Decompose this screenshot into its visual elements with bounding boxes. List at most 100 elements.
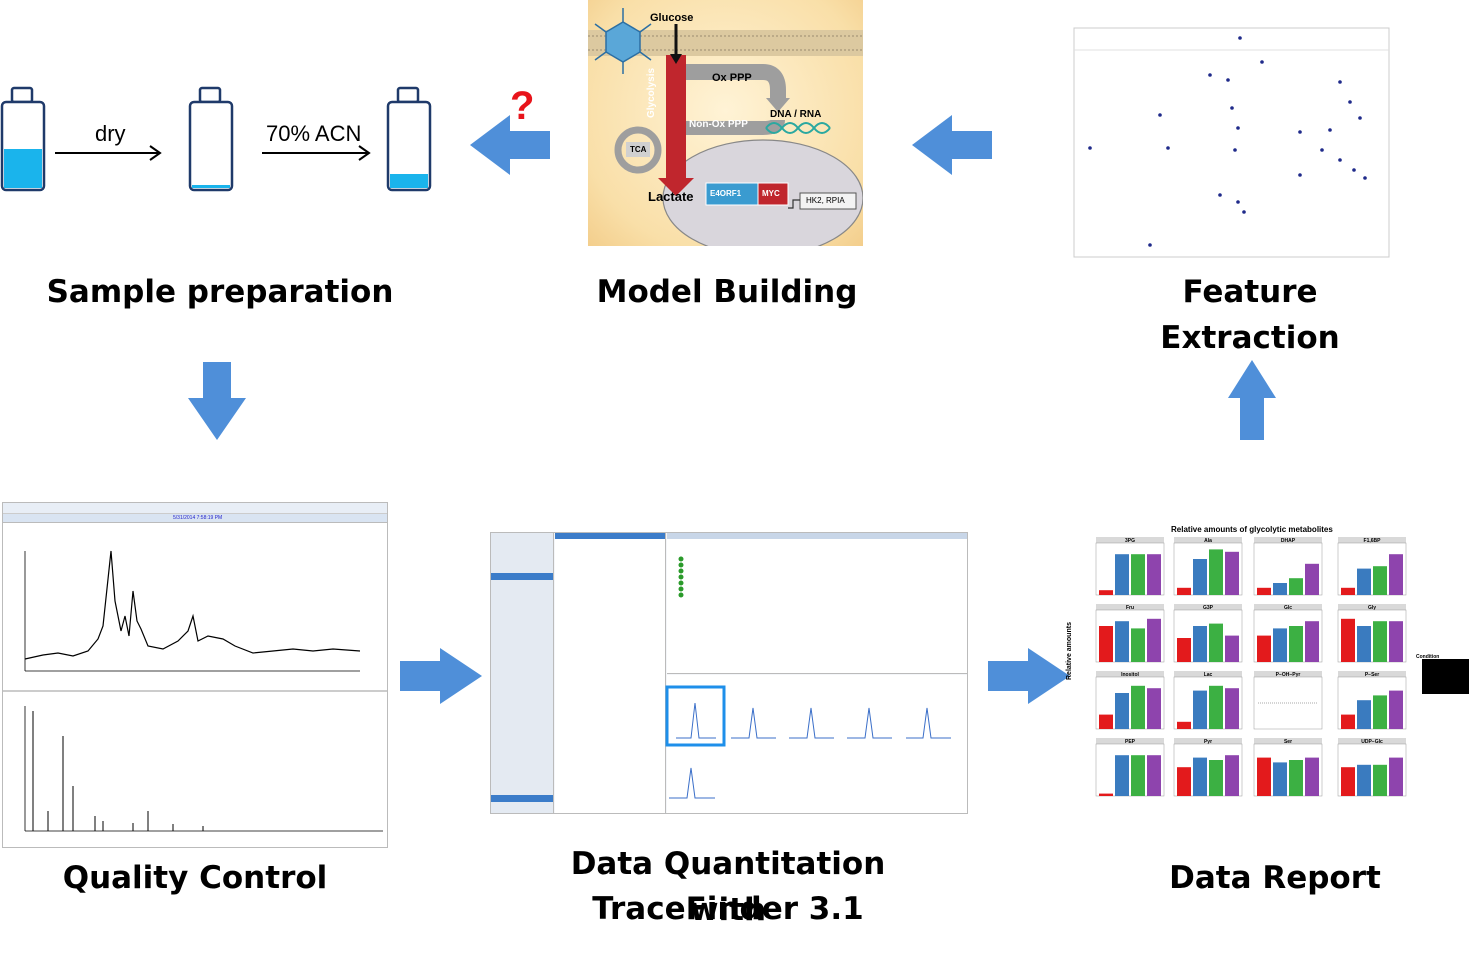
report-bar	[1099, 714, 1113, 729]
legend-title: Condition	[1416, 654, 1440, 660]
report-bar	[1357, 700, 1371, 729]
report-bar	[1341, 587, 1355, 595]
report-bar	[1131, 554, 1145, 595]
report-bar	[1209, 685, 1223, 729]
pca-point	[1363, 176, 1367, 180]
report-bar	[1209, 549, 1223, 595]
vial-resuspended	[386, 86, 432, 192]
panel-label: Lac	[1204, 672, 1213, 678]
pca-point	[1298, 130, 1302, 134]
label-feature-extraction: Feature Extraction	[1160, 274, 1340, 356]
arrow-left-2	[912, 115, 992, 175]
pca-point	[1320, 148, 1324, 152]
report-bar	[1341, 767, 1355, 796]
report-bar	[1177, 638, 1191, 662]
report-bar	[1357, 568, 1371, 595]
report-bar	[1193, 757, 1207, 796]
panel-header	[1338, 604, 1406, 610]
report-bar	[1341, 618, 1355, 662]
panel-header	[1174, 604, 1242, 610]
arrow-up	[1228, 360, 1276, 440]
panel-label: Gly	[1368, 605, 1376, 611]
label-model-building: Model Building	[596, 274, 858, 310]
label-quality-control: Quality Control	[62, 860, 328, 896]
panel-label: Inositol	[1121, 672, 1139, 678]
chromatogram	[24, 550, 361, 672]
arrow-down	[188, 362, 246, 440]
ox-ppp-label: Ox PPP	[712, 72, 752, 84]
panel-label: Ser	[1284, 739, 1292, 745]
glycolysis-label: Glycolysis	[646, 67, 657, 118]
report-bar	[1099, 590, 1113, 595]
report-bar	[1209, 623, 1223, 662]
report-bar	[1389, 554, 1403, 595]
panel-header	[1254, 738, 1322, 744]
pca-point	[1166, 146, 1170, 150]
panel-label: P−Ser	[1365, 672, 1379, 678]
glucose-label: Glucose	[650, 12, 694, 24]
report-bar	[1131, 628, 1145, 662]
panel-label: Glc	[1284, 605, 1292, 611]
pca-point	[1298, 173, 1302, 177]
report-bar	[1193, 559, 1207, 595]
label-data-report: Data Report	[1169, 860, 1381, 896]
vial-dry	[188, 86, 234, 192]
report-bar	[1177, 587, 1191, 595]
report-bar	[1193, 626, 1207, 662]
report-bar	[1177, 721, 1191, 729]
report-bar	[1115, 621, 1129, 662]
acn-label: 70% ACN	[266, 121, 362, 146]
pca-point	[1242, 210, 1246, 214]
report-bar	[1257, 587, 1271, 595]
report-bar	[1289, 760, 1303, 796]
qc-header: 5/31/2014 7:58:19 PM	[173, 515, 223, 521]
mass-spectrum	[24, 706, 383, 832]
panel-header	[1338, 738, 1406, 744]
model-diagram: Glucose Ox PPP Non-Ox PPP Glycolysis DNA…	[588, 0, 863, 246]
panel-header	[1174, 738, 1242, 744]
report-bar	[1357, 626, 1371, 662]
pca-point	[1358, 116, 1362, 120]
report-bar	[1099, 626, 1113, 662]
report-bar	[1305, 621, 1319, 662]
virus-icon	[594, 8, 652, 74]
dna-rna-label: DNA / RNA	[770, 109, 822, 120]
label-data-quantitation-2: TraceFinder 3.1	[592, 891, 864, 927]
panel-label: Fru	[1126, 605, 1134, 611]
panel-header	[1254, 537, 1322, 543]
panel-header	[1338, 537, 1406, 543]
report-bar	[1373, 621, 1387, 662]
report-bar	[1257, 635, 1271, 662]
label-data-quantitation-1: Data Quantitation with	[570, 846, 886, 928]
arrow-right-2	[988, 648, 1070, 704]
arrow-right-1	[400, 648, 482, 704]
panel-header	[1096, 604, 1164, 610]
report-bar	[1289, 578, 1303, 595]
report-ylabel: Relative amounts	[1066, 622, 1073, 680]
pca-point	[1158, 113, 1162, 117]
panel-label: UDP−Glc	[1361, 739, 1383, 745]
targets-label: HK2, RPIA	[806, 196, 845, 205]
pca-plot	[1060, 20, 1405, 265]
panel-header	[1254, 671, 1322, 677]
myc-label: MYC	[762, 189, 780, 198]
pca-point	[1233, 148, 1237, 152]
report-bar	[1389, 621, 1403, 662]
report-bar	[1341, 714, 1355, 729]
pca-point	[1236, 200, 1240, 204]
tca-label: TCA	[630, 145, 647, 154]
panel-label: F1,6BP	[1364, 538, 1382, 544]
sample-prep-diagram	[0, 86, 432, 192]
dry-label: dry	[95, 121, 126, 146]
label-sample-preparation: Sample preparation	[46, 274, 394, 310]
report-bar	[1273, 583, 1287, 595]
report-bar	[1373, 764, 1387, 796]
pca-point	[1088, 146, 1092, 150]
report-bar	[1147, 554, 1161, 595]
pca-point	[1230, 106, 1234, 110]
report-bar	[1357, 764, 1371, 796]
panel-label: 3PG	[1125, 538, 1135, 544]
data-report-chart: Relative amounts of glycolytic metabolit…	[1066, 520, 1476, 805]
panel-label: Pyr	[1204, 739, 1212, 745]
